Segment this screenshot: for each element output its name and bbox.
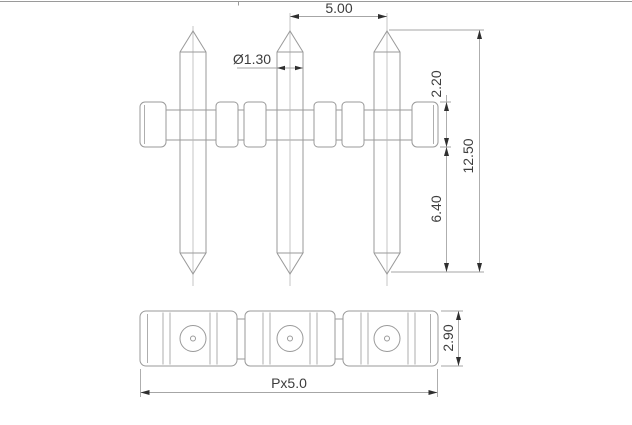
hole-boss-circle <box>276 325 304 352</box>
arrowhead-top <box>456 311 461 320</box>
strip-feature-lines <box>147 312 431 365</box>
arrowhead-bottom <box>456 357 461 366</box>
strip-segment-3 <box>342 310 439 367</box>
arrowhead-left <box>140 390 150 395</box>
strip-end-tangent-lines <box>147 314 431 363</box>
arrowhead-left <box>290 14 299 19</box>
arrowhead-bottom <box>444 263 449 272</box>
hole-center-circle <box>190 335 196 342</box>
arrowhead-top <box>444 147 449 156</box>
bar-end-cap-left <box>139 101 167 148</box>
dim-pin-below-bar: 6.40 <box>428 147 449 272</box>
pin-hole-2 <box>276 325 304 352</box>
strip-segment-2 <box>244 310 336 367</box>
arrowhead-right <box>295 65 303 71</box>
front-view <box>139 13 439 286</box>
bar-end-cap-right <box>411 101 439 148</box>
extension-lines <box>440 101 451 148</box>
dim-overall-height: 12.50 <box>389 29 484 273</box>
bar-block-b1 <box>313 101 337 148</box>
pin-2-outline <box>276 30 304 275</box>
arrowhead-top <box>477 30 482 39</box>
pin-3-outline <box>373 30 401 275</box>
hole-boss-circle <box>179 325 207 352</box>
extension-lines <box>441 310 463 367</box>
dim-label: 5.00 <box>325 0 352 16</box>
arrowhead-right <box>378 14 387 19</box>
arrowhead-left <box>277 65 285 71</box>
pin-1 <box>179 26 207 286</box>
bottom-view <box>139 310 439 367</box>
dim-strip-depth: 2.90 <box>440 310 463 367</box>
dim-bar-height: 2.20 <box>428 70 451 148</box>
bar-block-a1 <box>215 101 239 148</box>
pin-hole-1 <box>179 325 207 352</box>
strip-transition-lines <box>162 312 416 365</box>
arrowhead-top <box>444 102 449 111</box>
dim-pin-pitch: 5.00 <box>290 0 387 19</box>
hole-center-circle <box>287 335 293 342</box>
pin-hole-3 <box>373 325 401 352</box>
arrowhead-bottom <box>477 263 482 272</box>
extension-lines <box>389 29 484 273</box>
dim-overall-length: Px5.0 <box>140 369 438 397</box>
dim-label: Px5.0 <box>271 375 307 391</box>
hole-boss-circle <box>373 325 401 352</box>
arrowhead-right <box>428 390 438 395</box>
sheet-border <box>0 1 632 6</box>
pin-2 <box>276 13 304 286</box>
strip-segment-1 <box>139 310 238 367</box>
pin-1-outline <box>179 30 207 275</box>
arrowhead-bottom <box>444 138 449 147</box>
dim-label: Ø1.30 <box>233 51 271 67</box>
pin-3 <box>373 13 401 286</box>
dim-pin-diameter: Ø1.30 <box>233 51 303 71</box>
dim-label: 2.20 <box>428 70 444 97</box>
bar-block-a2 <box>243 101 267 148</box>
bar-blocks <box>139 101 439 148</box>
dim-label: 12.50 <box>460 138 476 173</box>
hole-center-circle <box>384 335 390 342</box>
dim-label: 2.90 <box>440 324 456 351</box>
dim-label: 6.40 <box>428 195 444 222</box>
dimensions: 5.00 Ø1.30 2.20 6.40 <box>140 0 484 397</box>
bar-block-b2 <box>341 101 365 148</box>
bar-waist-profile <box>145 109 433 141</box>
